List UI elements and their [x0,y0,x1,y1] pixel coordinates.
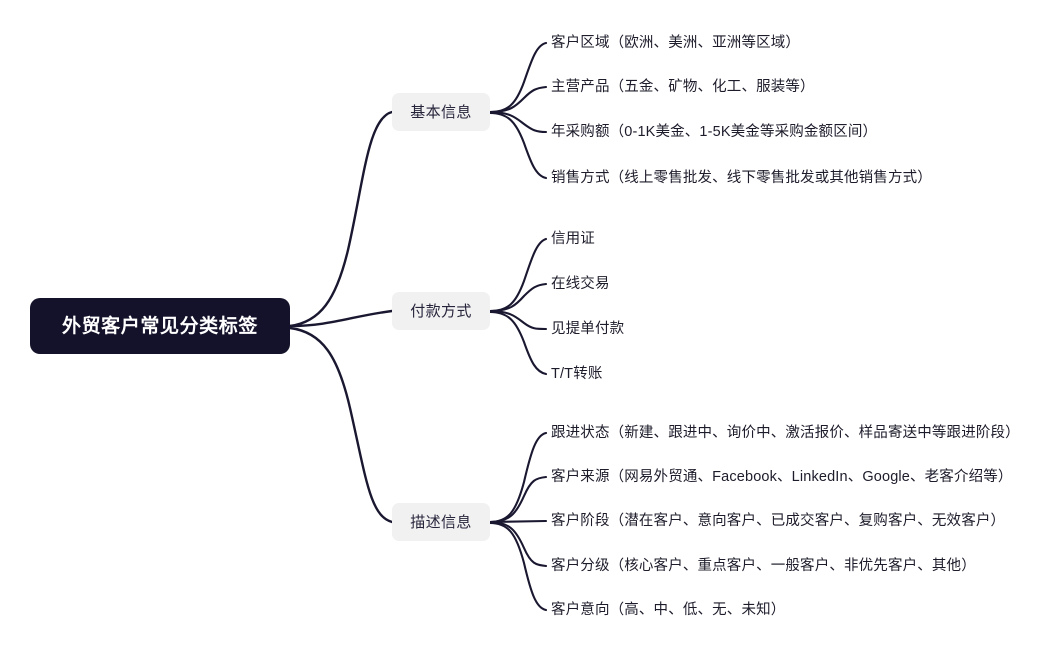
branch-node-3-box[interactable] [392,503,490,541]
leaf-label-3-2: 客户来源（网易外贸通、Facebook、LinkedIn、Google、老客介绍… [551,467,1013,485]
branch-node-1-label: 基本信息 [410,104,472,121]
leaf-label-1-1: 客户区域（欧洲、美洲、亚洲等区域） [551,33,800,51]
branch-group-1: 基本信息 客户区域（欧洲、美洲、亚洲等区域） 主营产品（五金、矿物、化工、服装等… [392,33,932,186]
root-node-label: 外贸客户常见分类标签 [62,314,258,337]
edge-root-to-branch-2 [288,309,394,328]
leaf-label-1-3: 年采购额（0-1K美金、1-5K美金等采购金额区间） [551,122,877,140]
branch-node-3-label: 描述信息 [410,514,472,531]
edge-root-to-branch-3 [288,326,394,524]
root-node-box[interactable] [30,298,290,354]
leaf-edge-group-1 [488,41,548,180]
edge-branch3-leaf4 [488,520,548,568]
leaf-label-1-4: 销售方式（线上零售批发、线下零售批发或其他销售方式） [551,169,932,186]
leaf-label-1-2: 主营产品（五金、矿物、化工、服装等） [551,77,815,95]
branch-group-3: 描述信息 跟进状态（新建、跟进中、询价中、激活报价、样品寄送中等跟进阶段） 客户… [392,423,1020,618]
root-node[interactable]: 外贸客户常见分类标签 [30,298,290,354]
trunk-edge-group [288,110,394,524]
edge-branch1-leaf4 [488,111,548,180]
edge-branch1-leaf2 [488,85,548,114]
leaf-label-3-1: 跟进状态（新建、跟进中、询价中、激活报价、样品寄送中等跟进阶段） [551,423,1020,441]
edge-branch2-leaf2 [488,282,548,313]
edge-branch1-leaf1 [488,41,548,114]
leaf-edge-group-2 [488,237,548,376]
leaf-label-3-3: 客户阶段（潜在客户、意向客户、已成交客户、复购客户、无效客户） [551,511,1005,529]
leaf-label-2-2: 在线交易 [551,274,610,292]
edge-branch2-leaf4 [488,310,548,376]
leaf-label-3-4: 客户分级（核心客户、重点客户、一般客户、非优先客户、其他） [551,557,976,574]
edge-branch2-leaf3 [488,309,548,331]
branch-node-2-box[interactable] [392,292,490,330]
leaf-label-2-1: 信用证 [551,230,595,247]
branch-group-2: 付款方式 信用证 在线交易 见提单付款 T/T转账 [392,230,625,382]
edge-branch2-leaf1 [488,237,548,313]
leaf-edge-group-3 [488,431,548,612]
branch-node-1-box[interactable] [392,93,490,131]
edge-root-to-branch-1 [288,110,394,328]
edge-branch3-leaf5 [488,521,548,612]
edge-branch1-leaf3 [488,110,548,134]
leaf-label-2-3: 见提单付款 [551,320,625,337]
leaf-label-2-4: T/T转账 [551,365,603,382]
leaf-label-3-5: 客户意向（高、中、低、无、未知） [551,600,785,618]
branch-node-2-label: 付款方式 [410,303,472,320]
edge-branch3-leaf2 [488,475,548,524]
